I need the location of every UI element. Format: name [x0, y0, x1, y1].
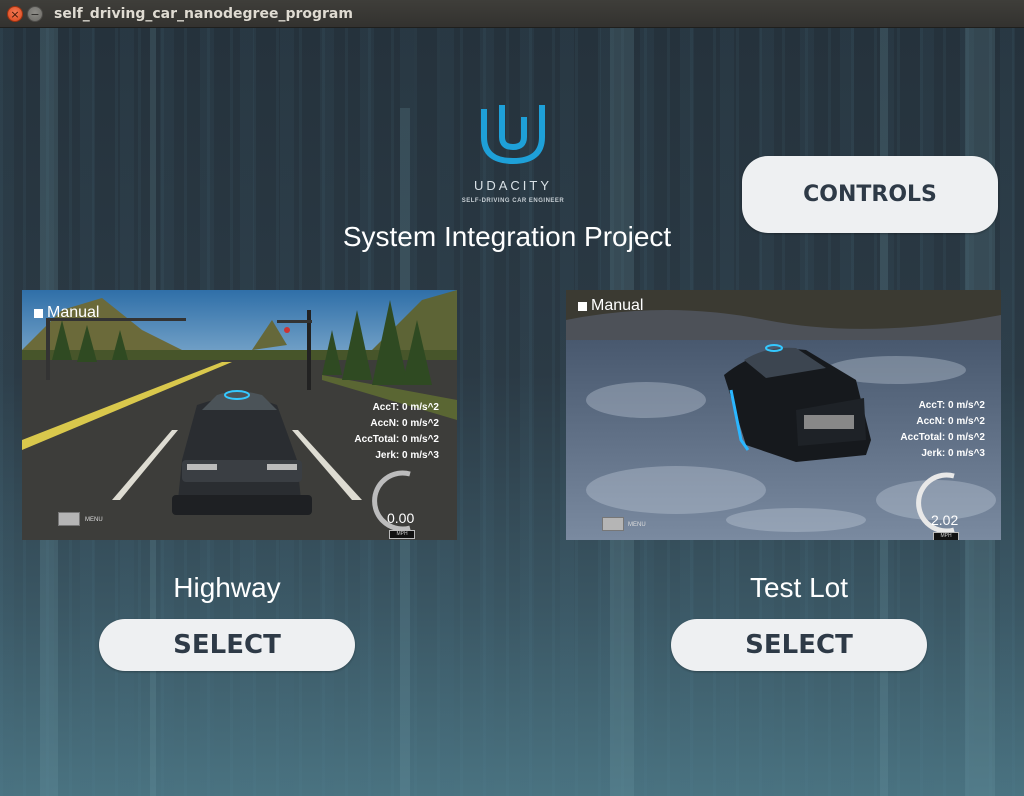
- logo-subtitle: SELF-DRIVING CAR ENGINEER: [461, 198, 565, 204]
- menu-button-thumbnail: [58, 512, 80, 526]
- speed-unit: MPH: [389, 530, 415, 539]
- select-test-lot-button[interactable]: SELECT: [671, 619, 927, 671]
- stat-line: AccT: 0 m/s^2: [372, 402, 439, 413]
- logo-wordmark: UDACITY: [473, 178, 553, 193]
- drive-mode-indicator: Manual: [34, 304, 99, 322]
- close-icon: ×: [10, 7, 20, 21]
- udacity-u-icon: [481, 105, 545, 164]
- window-title: self_driving_car_nanodegree_program: [54, 6, 353, 22]
- highway-preview-image[interactable]: Manual AccT: 0 m/s^2 AccN: 0 m/s^2 AccTo…: [22, 290, 457, 540]
- speed-readout: 0.00: [387, 510, 415, 526]
- acceleration-stats: AccT: 0 m/s^2 AccN: 0 m/s^2 AccTotal: 0 …: [354, 400, 439, 464]
- minimize-icon: −: [30, 7, 40, 21]
- stat-line: AccTotal: 0 m/s^2: [354, 434, 439, 445]
- page-title: System Integration Project: [342, 221, 672, 252]
- checkbox-icon: [34, 308, 43, 318]
- minimize-window-button[interactable]: −: [27, 6, 43, 22]
- controls-button[interactable]: CONTROLS: [742, 156, 998, 233]
- highway-scene: [22, 290, 457, 540]
- stat-line: AccT: 0 m/s^2: [918, 400, 985, 411]
- menu-label: MENU: [628, 522, 646, 528]
- track-name-highway: Highway: [173, 572, 281, 603]
- close-window-button[interactable]: ×: [7, 6, 23, 22]
- checkbox-icon: [578, 301, 587, 311]
- stat-line: AccN: 0 m/s^2: [916, 416, 985, 427]
- menu-label: MENU: [85, 517, 103, 523]
- stat-line: AccTotal: 0 m/s^2: [900, 432, 985, 443]
- drive-mode-label: Manual: [47, 304, 100, 321]
- speedometer-gauge-icon: [372, 470, 411, 532]
- udacity-logo: UDACITY SELF-DRIVING CAR ENGINEER: [460, 103, 566, 213]
- speed-unit: MPH: [933, 532, 959, 540]
- menu-button-thumbnail: [602, 517, 624, 531]
- window-titlebar: × − self_driving_car_nanodegree_program: [0, 0, 1024, 28]
- test-lot-preview-image[interactable]: Manual AccT: 0 m/s^2 AccN: 0 m/s^2 AccTo…: [566, 290, 1001, 540]
- track-name-test-lot: Test Lot: [749, 572, 849, 603]
- menu-background: UDACITY SELF-DRIVING CAR ENGINEER System…: [0, 28, 1024, 796]
- test-lot-scene: [566, 290, 1001, 540]
- select-highway-button[interactable]: SELECT: [99, 619, 355, 671]
- acceleration-stats: AccT: 0 m/s^2 AccN: 0 m/s^2 AccTotal: 0 …: [900, 398, 985, 462]
- stat-line: Jerk: 0 m/s^3: [375, 450, 439, 461]
- speed-readout: 2.02: [931, 512, 959, 528]
- speedometer-gauge-icon: [916, 472, 955, 534]
- drive-mode-indicator: Manual: [578, 297, 643, 315]
- drive-mode-label: Manual: [591, 297, 644, 314]
- stat-line: AccN: 0 m/s^2: [370, 418, 439, 429]
- stat-line: Jerk: 0 m/s^3: [921, 448, 985, 459]
